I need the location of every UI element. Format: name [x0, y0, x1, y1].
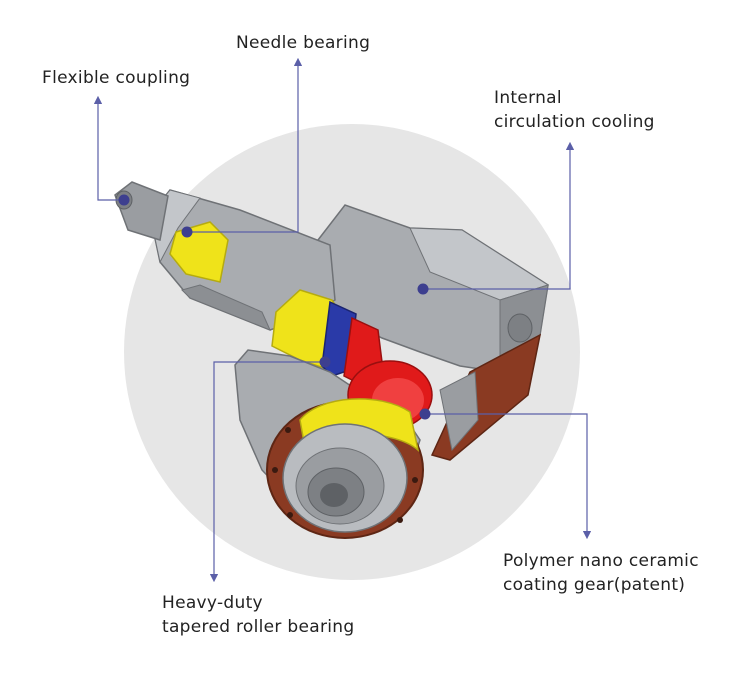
label-polymer-gear: Polymer nano ceramic coating gear(patent…: [503, 549, 699, 597]
leader-polymer-gear: [425, 413, 592, 540]
callout-dots: [118, 194, 431, 420]
label-flexible-coupling-text: Flexible coupling: [42, 68, 191, 88]
label-internal-cooling: Internal circulation cooling: [494, 86, 655, 134]
dot-internal-cooling: [417, 283, 429, 295]
label-polymer-gear-line1: Polymer nano ceramic: [503, 551, 699, 571]
label-needle-bearing: Needle bearing: [236, 31, 370, 55]
leader-lines: [93, 57, 592, 583]
label-roller-bearing-line2: tapered roller bearing: [162, 617, 355, 637]
leader-flexible-coupling: [93, 95, 124, 201]
label-internal-cooling-line1: Internal: [494, 88, 562, 108]
needle-bearing-part: [169, 221, 229, 283]
tool-holder-illustration: [114, 181, 550, 539]
dot-polymer-gear: [419, 408, 431, 420]
label-flexible-coupling: Flexible coupling: [42, 66, 190, 90]
leader-internal-cooling: [423, 141, 575, 290]
dot-flexible-coupling: [118, 194, 130, 206]
label-polymer-gear-line2: coating gear(patent): [503, 575, 686, 595]
dot-roller-bearing: [319, 356, 331, 368]
label-roller-bearing: Heavy-duty tapered roller bearing: [162, 591, 354, 639]
leader-needle-bearing: [187, 57, 303, 233]
label-needle-bearing-text: Needle bearing: [236, 33, 371, 53]
dot-needle-bearing: [181, 226, 193, 238]
leader-roller-bearing: [209, 361, 325, 583]
label-internal-cooling-line2: circulation cooling: [494, 112, 655, 132]
label-roller-bearing-line1: Heavy-duty: [162, 593, 263, 613]
